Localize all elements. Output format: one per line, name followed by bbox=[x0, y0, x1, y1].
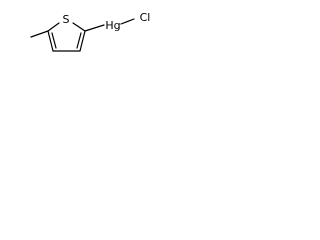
bond-methyl-c5 bbox=[30, 30, 49, 38]
bond-c2-hg bbox=[84, 24, 105, 32]
bond-c4-c5-inner bbox=[51, 32, 57, 49]
bond-c2-c3 bbox=[79, 30, 86, 52]
atom-label-mercury: Hg bbox=[105, 19, 120, 32]
bond-s1-c5 bbox=[47, 22, 60, 32]
bond-c2-c3-inner bbox=[76, 32, 82, 49]
bond-hg-cl bbox=[120, 18, 135, 25]
bond-s1-c2 bbox=[72, 22, 86, 32]
bond-c4-c5 bbox=[47, 30, 54, 52]
atom-label-chlorine: Cl bbox=[140, 11, 151, 24]
atom-label-sulfur: S bbox=[63, 13, 70, 26]
chemical-structure-diagram: S Hg Cl bbox=[30, 11, 151, 52]
